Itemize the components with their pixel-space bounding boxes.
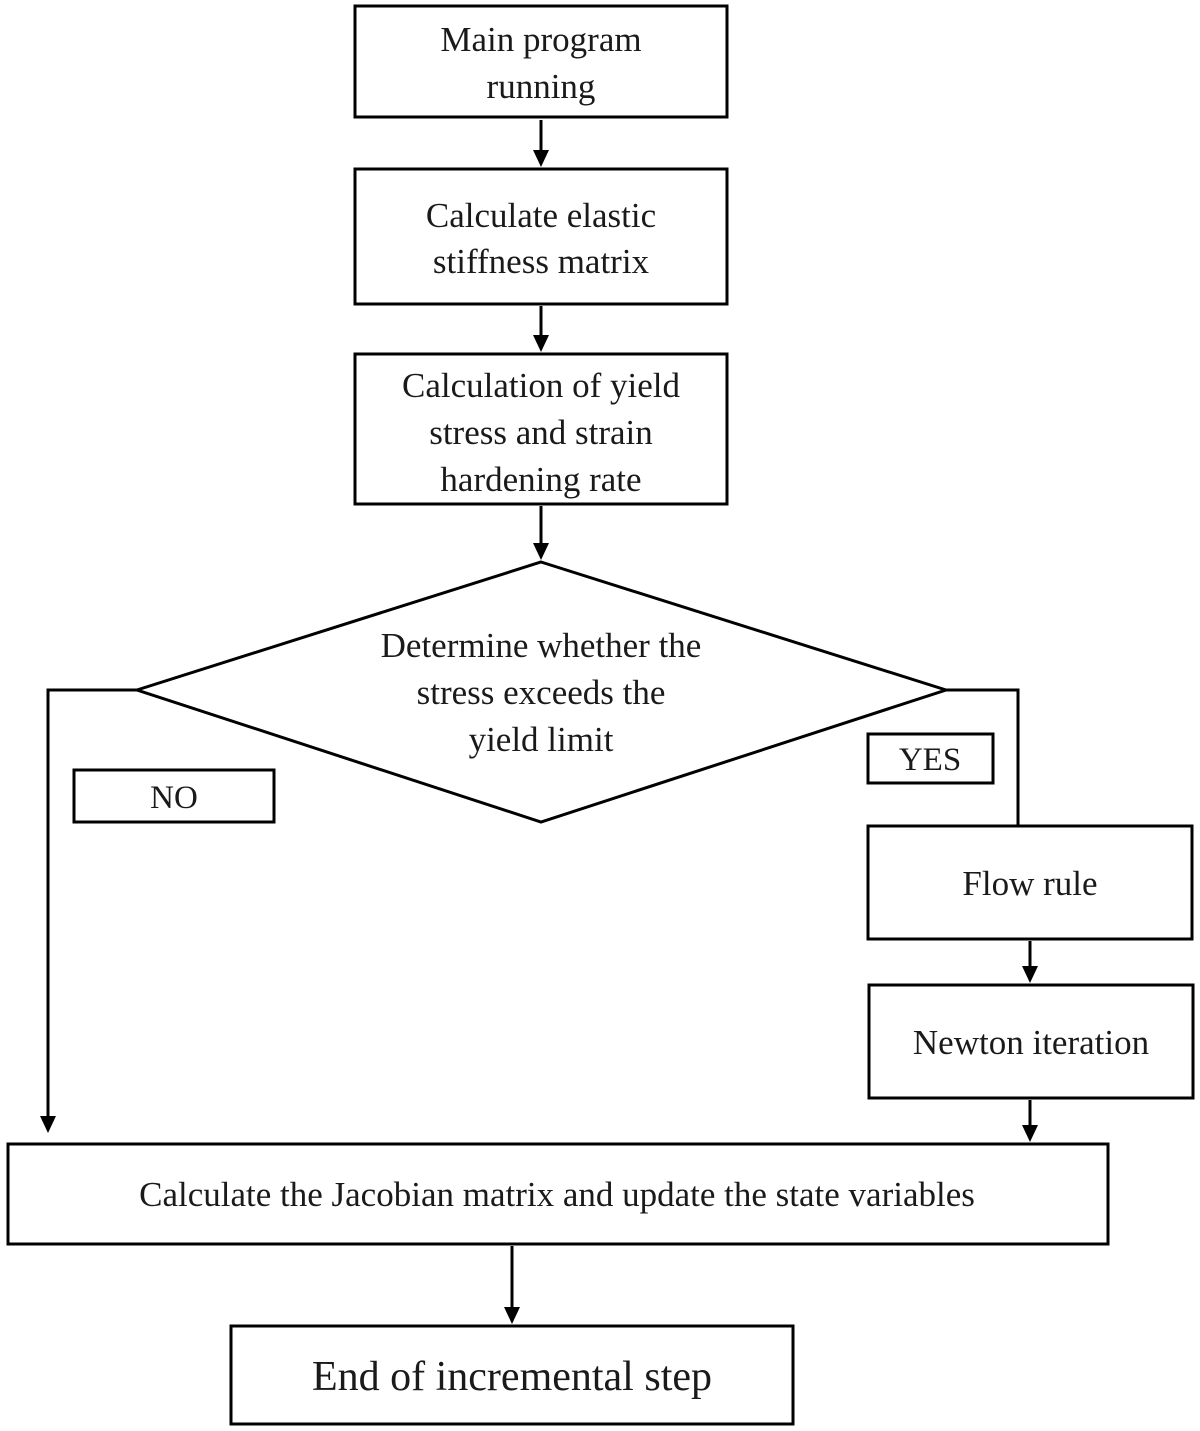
- arrow-flow-to-newton: [1022, 941, 1038, 983]
- node-end-step-line-1: End of incremental step: [312, 1354, 712, 1400]
- node-end-step: End of incremental step: [229, 1324, 795, 1426]
- label-yes-text: YES: [899, 742, 961, 778]
- decision-diamond: Determine whether the stress exceeds the…: [132, 560, 951, 824]
- label-yes: YES: [866, 732, 995, 785]
- node-elastic-stiffness-line-2: stiffness matrix: [433, 242, 650, 281]
- arrow-elastic-to-yield: [533, 306, 549, 352]
- node-yield-stress-line-3: hardening rate: [440, 460, 641, 499]
- connector-yes-branch: [946, 688, 1020, 826]
- connector-no-branch: [40, 688, 137, 1133]
- node-yield-stress-line-1: Calculation of yield: [402, 366, 680, 405]
- node-newton-iteration-line-1: Newton iteration: [913, 1023, 1149, 1062]
- label-no-text: NO: [150, 780, 198, 816]
- node-yield-stress-line-2: stress and strain: [429, 413, 653, 452]
- node-flow-rule-line-1: Flow rule: [962, 864, 1097, 903]
- decision-line-2: stress exceeds the: [417, 673, 666, 712]
- node-main-program-line-1: Main program: [440, 20, 641, 59]
- arrow-jacobian-to-end: [504, 1246, 520, 1324]
- node-flow-rule: Flow rule: [866, 824, 1194, 941]
- node-main-program: Main program running: [353, 4, 729, 119]
- node-jacobian-update: Calculate the Jacobian matrix and update…: [6, 1142, 1110, 1246]
- label-no: NO: [72, 768, 276, 824]
- decision-line-1: Determine whether the: [381, 626, 702, 665]
- arrow-main-to-elastic: [533, 120, 549, 167]
- decision-line-3: yield limit: [469, 720, 614, 759]
- node-elastic-stiffness-line-1: Calculate elastic: [426, 196, 656, 235]
- node-main-program-line-2: running: [487, 67, 596, 106]
- node-jacobian-update-line-1: Calculate the Jacobian matrix and update…: [139, 1175, 975, 1214]
- node-elastic-stiffness: Calculate elastic stiffness matrix: [353, 167, 729, 306]
- arrow-yield-to-decision: [533, 506, 549, 560]
- node-newton-iteration: Newton iteration: [867, 983, 1195, 1100]
- node-yield-stress: Calculation of yield stress and strain h…: [353, 352, 729, 506]
- arrow-newton-to-jacobian: [1022, 1100, 1038, 1142]
